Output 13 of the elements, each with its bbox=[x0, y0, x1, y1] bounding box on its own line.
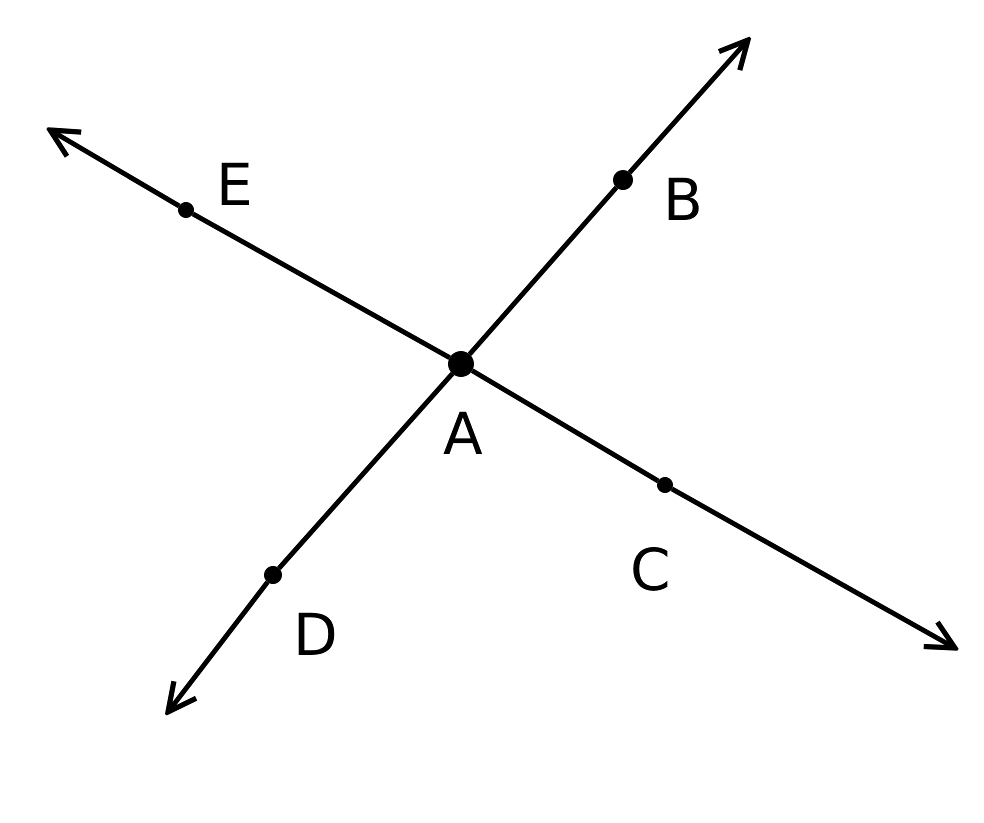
line bbox=[192, 212, 451, 360]
line bbox=[277, 372, 454, 570]
point-label: D bbox=[293, 605, 338, 665]
arrow bbox=[670, 486, 958, 651]
line bbox=[470, 368, 660, 484]
line bbox=[468, 186, 618, 356]
arrow bbox=[47, 127, 180, 208]
arrow bbox=[628, 37, 751, 174]
point-label: E bbox=[216, 155, 253, 215]
point-label: B bbox=[663, 170, 703, 230]
point-label: C bbox=[630, 540, 670, 600]
arrow bbox=[165, 580, 270, 715]
point-label: A bbox=[443, 404, 483, 464]
